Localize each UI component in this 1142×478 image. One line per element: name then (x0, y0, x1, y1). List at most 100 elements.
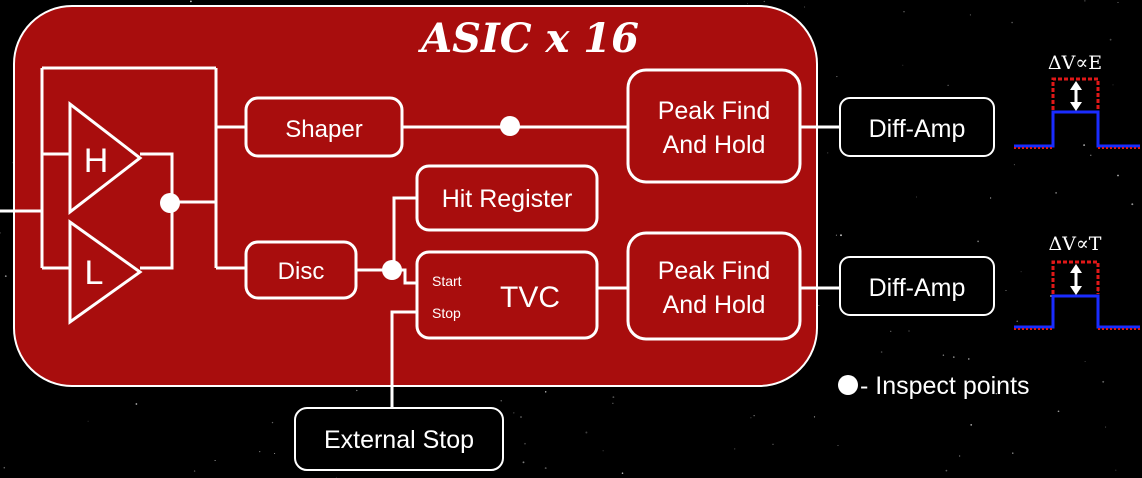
star (995, 392, 997, 395)
star (772, 443, 774, 445)
amp-low-label: L (85, 254, 104, 292)
star (1012, 452, 1014, 454)
legend-text: - Inspect points (860, 372, 1030, 400)
star (1112, 84, 1114, 86)
inspect-point-merge (160, 193, 180, 213)
star (818, 304, 820, 307)
star (520, 416, 522, 418)
amp-low: L (68, 219, 143, 325)
star (836, 76, 838, 78)
legend-inspect-point-icon (838, 375, 858, 395)
star (3, 466, 6, 469)
star (1084, 360, 1086, 362)
tvc-label: TVC (500, 281, 560, 314)
star (827, 152, 829, 154)
hit-register-block: Hit Register (415, 164, 599, 232)
amp-high-label: H (84, 142, 109, 180)
peak-find-hold-2: Peak Find And Hold (626, 231, 802, 341)
energy-relation-label: ΔV∝E (1048, 52, 1102, 74)
star (989, 197, 992, 199)
star (763, 0, 765, 2)
star (193, 470, 196, 472)
star (840, 234, 842, 237)
peak-find-1-line2: And Hold (663, 131, 766, 159)
star (1083, 144, 1086, 147)
shaper-label: Shaper (285, 116, 362, 143)
disc-block: Disc (244, 240, 358, 300)
star (1090, 154, 1092, 156)
star (1095, 245, 1097, 247)
star (274, 452, 276, 455)
star (1011, 21, 1013, 24)
star (544, 467, 547, 470)
star (621, 472, 624, 474)
star (970, 424, 973, 426)
star (753, 415, 755, 417)
star (1050, 295, 1052, 297)
star (1109, 38, 1112, 41)
star (259, 450, 261, 453)
star (1115, 469, 1117, 471)
star (1084, 0, 1086, 2)
inspect-point-shaper (500, 116, 520, 136)
star (1055, 192, 1057, 194)
star (969, 14, 971, 16)
star (977, 240, 979, 243)
star (1131, 203, 1134, 206)
star (902, 64, 904, 66)
star (513, 412, 515, 414)
star (835, 234, 837, 236)
star (4, 275, 7, 277)
disc-label: Disc (278, 258, 325, 285)
star (87, 420, 89, 422)
star (602, 450, 604, 452)
amp-high: H (68, 100, 143, 216)
external-stop-wire (390, 310, 416, 408)
diff-amp-2: Diff-Amp (839, 256, 995, 316)
star (214, 459, 216, 462)
star (1005, 290, 1007, 291)
star (958, 455, 961, 457)
star (952, 356, 955, 358)
star (1013, 164, 1015, 166)
peak-find-2-line1: Peak Find (658, 257, 771, 285)
star (612, 402, 614, 404)
star (522, 461, 525, 464)
shaper-block: Shaper (244, 96, 404, 158)
asic-title: ASIC x 16 (417, 15, 639, 62)
star (1105, 426, 1107, 428)
hit-register-label: Hit Register (442, 185, 573, 213)
star (500, 400, 502, 402)
star (190, 0, 192, 3)
star (524, 442, 526, 445)
star (1020, 271, 1022, 273)
star (750, 417, 752, 419)
time-pulse-graphic: ΔV∝T (1014, 233, 1140, 330)
star (1117, 2, 1119, 3)
peak-find-2-line2: And Hold (663, 291, 766, 319)
star (1057, 410, 1060, 413)
to-hit-register-wire (392, 196, 416, 270)
amp-high-triangle (68, 100, 143, 216)
star (1117, 174, 1119, 177)
star (271, 421, 274, 424)
star (837, 444, 839, 446)
diff-amp-2-label: Diff-Amp (869, 274, 966, 302)
star (916, 196, 918, 198)
signal-wires (0, 66, 840, 408)
time-relation-label: ΔV∝T (1049, 233, 1102, 255)
star (1016, 320, 1018, 322)
star (0, 232, 1, 234)
star (947, 84, 949, 86)
star (942, 354, 945, 356)
star (813, 416, 816, 418)
external-stop-label: External Stop (324, 426, 474, 454)
star (908, 330, 910, 332)
star (585, 431, 588, 434)
star (890, 330, 892, 332)
peak-find-1-line1: Peak Find (658, 97, 771, 125)
inspect-point-disc (382, 260, 402, 280)
star (1102, 380, 1105, 383)
